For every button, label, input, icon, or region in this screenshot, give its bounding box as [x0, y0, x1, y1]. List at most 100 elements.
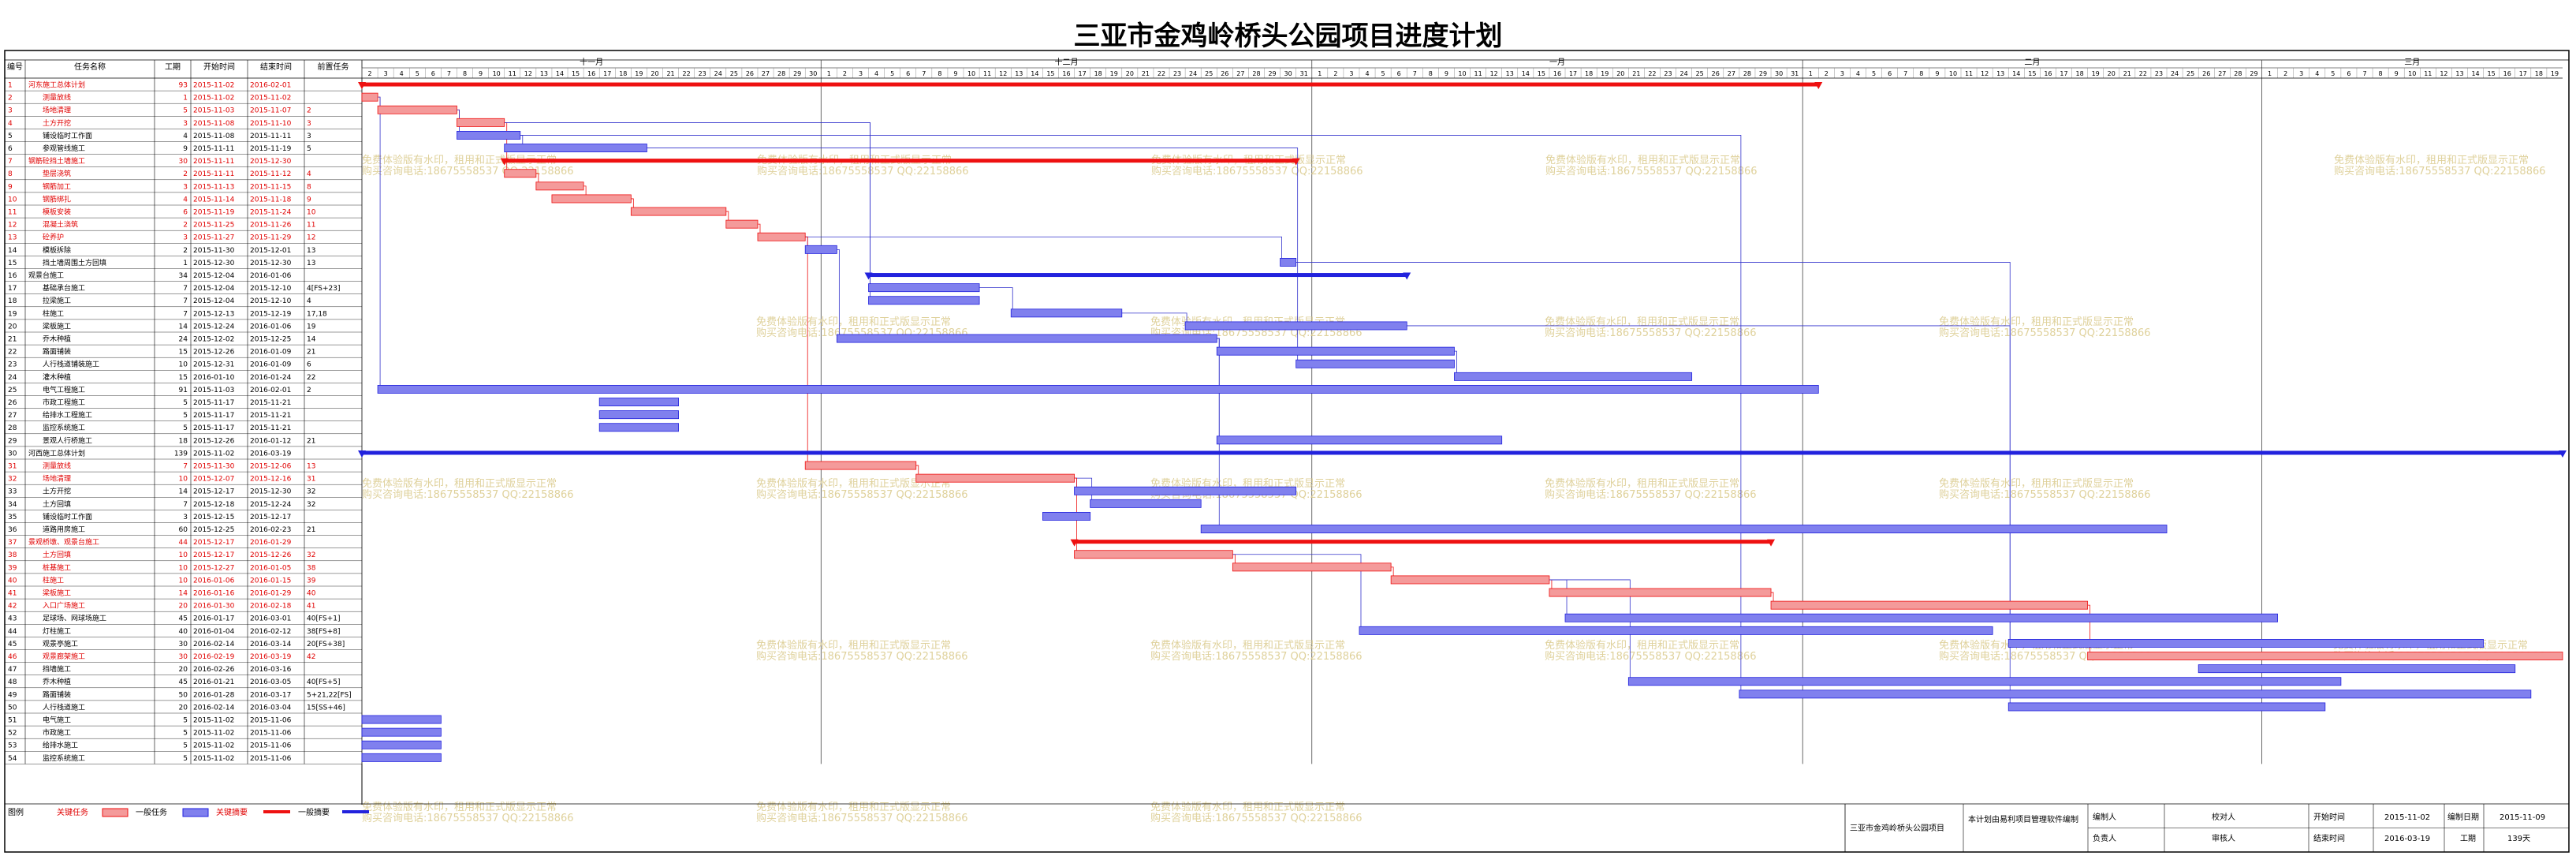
task-name: 观景台施工 [28, 271, 64, 280]
day-tick-label: 18 [619, 70, 627, 77]
task-id: 43 [8, 615, 17, 623]
task-end: 2015-11-10 [250, 120, 292, 128]
day-tick-label: 1 [1318, 70, 1322, 77]
task-bar-9 [535, 181, 584, 191]
dependency-link [504, 121, 870, 297]
task-bar-36 [1200, 525, 2168, 534]
task-predecessor: 14 [307, 336, 316, 344]
task-id: 19 [8, 310, 17, 318]
day-tick-label: 26 [1221, 70, 1228, 77]
task-duration: 18 [179, 437, 188, 445]
day-tick-label: 22 [1648, 70, 1656, 77]
day-tick-label: 16 [587, 70, 595, 77]
task-predecessor: 17,18 [307, 310, 327, 318]
legend-normal-swatch [182, 808, 209, 817]
day-tick-label: 30 [1284, 70, 1292, 77]
dependency-link [805, 236, 808, 462]
day-tick-label: 4 [400, 70, 404, 77]
day-tick-label: 6 [1888, 70, 1892, 77]
task-end: 2016-01-12 [250, 437, 291, 445]
day-tick-label: 3 [2299, 70, 2303, 77]
task-name: 柱施工 [43, 575, 64, 585]
legend-normal-summary-swatch [342, 810, 369, 813]
task-bar-8 [504, 169, 537, 178]
task-start: 2015-11-02 [193, 95, 234, 103]
task-id: 5 [8, 133, 13, 140]
task-predecessor: 13 [307, 260, 315, 267]
table-header-cell: 任务名称 [74, 62, 106, 72]
task-bar-31 [804, 461, 917, 470]
task-name: 柱施工 [43, 308, 64, 318]
task-end: 2015-11-12 [250, 170, 291, 178]
task-end: 2016-02-23 [250, 526, 291, 534]
month-label: 十一月 [580, 57, 603, 67]
task-duration: 9 [183, 145, 188, 153]
task-name: 铺设临时工作面 [43, 512, 92, 521]
task-end: 2015-12-25 [250, 336, 291, 344]
task-bar-54 [361, 753, 442, 762]
dependency-link [520, 135, 524, 144]
task-start: 2015-11-11 [193, 145, 234, 153]
dependency-link [1074, 477, 1077, 551]
task-id: 4 [8, 120, 13, 128]
summary-cap-end [2559, 450, 2567, 458]
task-name: 电气施工 [43, 716, 71, 725]
task-bar-49 [1739, 689, 2532, 699]
task-bar-15 [1280, 257, 1297, 267]
task-start: 2015-12-31 [193, 361, 234, 369]
task-name: 足球场、网球场施工 [43, 614, 106, 623]
task-start: 2015-11-11 [193, 158, 234, 166]
task-bar-51 [361, 715, 442, 724]
dependency-link [378, 96, 381, 107]
task-end: 2015-11-21 [250, 412, 291, 420]
summary-cap-start [864, 272, 873, 280]
day-tick-label: 7 [922, 70, 926, 77]
dependency-link [1074, 477, 1077, 488]
task-bar-3 [377, 105, 457, 114]
task-name: 路面铺装 [43, 347, 71, 357]
watermark-text: 免费体验版有水印，租用和正式版显示正常 [362, 801, 557, 813]
day-tick-label: 11 [1474, 70, 1482, 77]
day-tick-label: 22 [2139, 70, 2147, 77]
day-tick-label: 3 [859, 70, 863, 77]
task-start: 2015-11-19 [193, 209, 235, 217]
day-tick-label: 11 [509, 70, 516, 77]
day-tick-label: 8 [938, 70, 941, 77]
day-tick-label: 9 [953, 70, 957, 77]
task-end: 2015-11-21 [250, 399, 291, 407]
task-duration: 40 [179, 628, 188, 636]
task-name: 桩基施工 [43, 562, 71, 572]
task-duration: 45 [179, 615, 188, 623]
footer-responsible: 负责人 [2093, 833, 2116, 843]
watermark-text: 购买咨询电话:18675558537 QQ:22158866 [362, 812, 574, 824]
day-tick-label: 27 [762, 70, 770, 77]
task-predecessor: 40 [307, 590, 316, 598]
day-tick-label: 1 [2268, 70, 2272, 77]
task-id: 9 [8, 183, 13, 191]
task-start: 2015-11-08 [193, 133, 235, 140]
watermark-text: 免费体验版有水印，租用和正式版显示正常 [1545, 639, 1739, 652]
task-duration: 6 [183, 209, 188, 217]
task-name: 基础承台施工 [43, 283, 85, 293]
task-start: 2015-11-17 [193, 412, 234, 420]
task-end: 2016-01-06 [250, 323, 292, 331]
task-start: 2015-12-18 [193, 501, 235, 509]
task-id: 20 [8, 323, 17, 331]
task-end: 2016-02-01 [250, 387, 291, 394]
watermark-text: 免费体验版有水印，租用和正式版显示正常 [1150, 639, 1345, 652]
task-id: 36 [8, 526, 17, 534]
task-start: 2015-11-03 [193, 387, 234, 394]
day-tick-label: 2 [843, 70, 847, 77]
task-id: 49 [8, 691, 17, 699]
task-name: 梁板施工 [43, 321, 71, 331]
task-end: 2015-11-07 [250, 107, 291, 115]
day-tick-label: 18 [1585, 70, 1593, 77]
day-tick-label: 2 [367, 70, 371, 77]
task-predecessor: 3 [307, 120, 311, 128]
summary-bar-1 [362, 82, 1819, 87]
task-start: 2015-11-02 [193, 730, 234, 738]
day-tick-label: 18 [2535, 70, 2543, 77]
task-duration: 30 [179, 653, 188, 661]
task-name: 观景廊架施工 [43, 652, 85, 661]
task-start: 2015-12-04 [193, 272, 235, 280]
